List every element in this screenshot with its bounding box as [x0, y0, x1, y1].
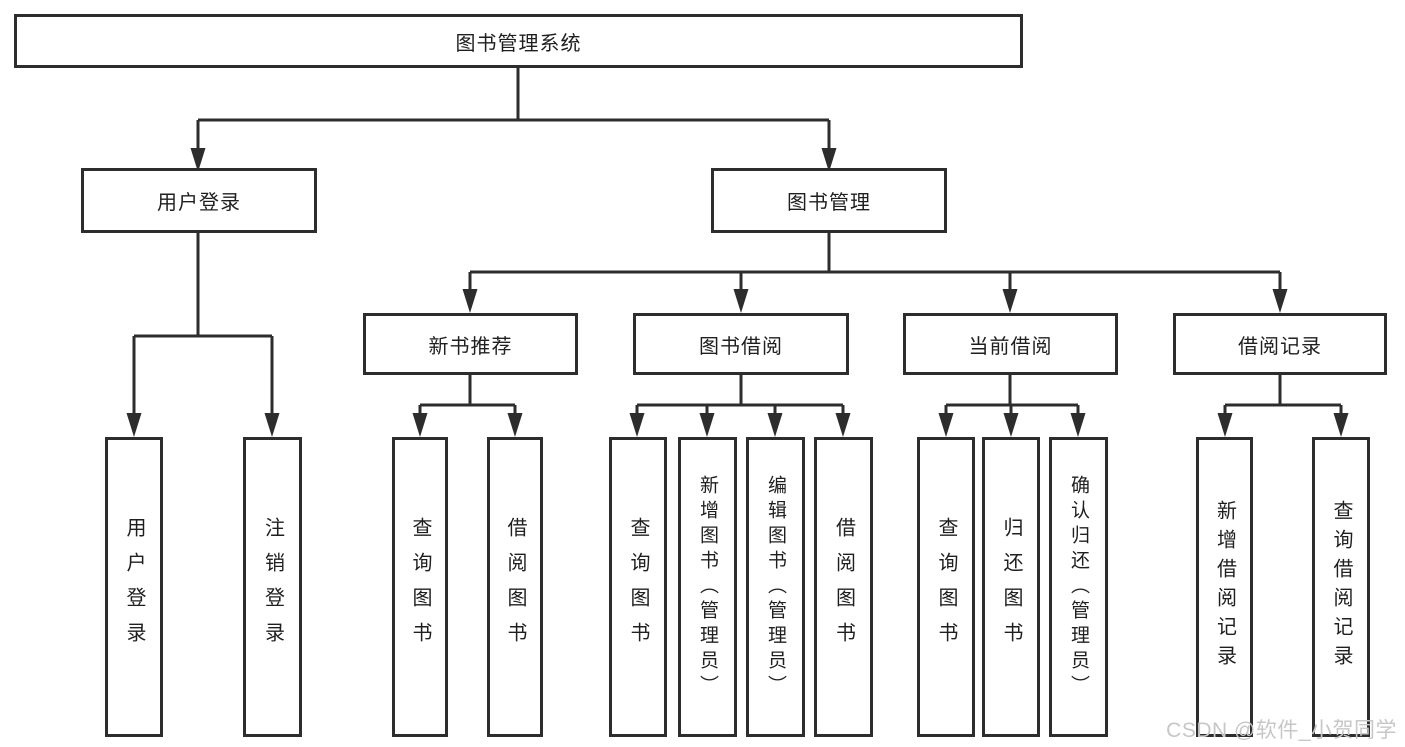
node-borrowing-records: 借阅记录 — [1173, 313, 1387, 375]
node-label: 图书管理 — [787, 192, 871, 214]
leaf-return-books: 归还图书 — [982, 437, 1040, 737]
node-label: 借阅记录 — [1238, 335, 1322, 358]
leaf-label: 新增图书（管理员） — [697, 474, 718, 700]
leaf-query-books-current: 查询图书 — [917, 437, 975, 737]
leaf-label: 查询图书 — [409, 517, 431, 657]
leaf-borrow-books-borrow: 借阅图书 — [814, 437, 873, 737]
leaf-borrow-books-newbook: 借阅图书 — [487, 437, 543, 737]
node-new-book-recommendation: 新书推荐 — [363, 313, 578, 375]
node-label: 图书管理系统 — [455, 32, 582, 55]
node-label: 图书借阅 — [699, 335, 783, 358]
leaf-label: 确认归还（管理员） — [1068, 474, 1089, 700]
node-book-management: 图书管理 — [711, 168, 947, 233]
node-label: 新书推荐 — [428, 335, 513, 358]
leaf-user-login: 用户登录 — [105, 437, 163, 737]
node-user-login: 用户登录 — [81, 168, 317, 233]
leaf-label: 查询图书 — [935, 517, 957, 657]
leaf-add-book-admin: 新增图书（管理员） — [678, 437, 737, 737]
leaf-query-borrow-record: 查询借阅记录 — [1312, 437, 1370, 737]
leaf-label: 借阅图书 — [504, 517, 526, 657]
leaf-confirm-return-admin: 确认归还（管理员） — [1049, 437, 1108, 737]
leaf-query-books-newbook: 查询图书 — [392, 437, 448, 737]
node-library-management-system: 图书管理系统 — [14, 14, 1023, 68]
leaf-add-borrow-record: 新增借阅记录 — [1196, 437, 1253, 737]
leaf-label: 借阅图书 — [832, 517, 855, 657]
node-label: 用户登录 — [157, 192, 241, 214]
node-book-borrowing: 图书借阅 — [633, 313, 849, 375]
leaf-label: 编辑图书（管理员） — [765, 474, 786, 700]
leaf-query-books-borrow: 查询图书 — [609, 437, 667, 737]
leaf-label: 查询借阅记录 — [1330, 500, 1352, 674]
node-current-borrowing: 当前借阅 — [903, 313, 1118, 375]
leaf-label: 查询图书 — [627, 517, 649, 657]
leaf-edit-book-admin: 编辑图书（管理员） — [746, 437, 805, 737]
leaf-label: 新增借阅记录 — [1213, 500, 1236, 674]
leaf-label: 归还图书 — [1000, 517, 1022, 657]
node-label: 当前借阅 — [968, 335, 1053, 358]
leaf-logout: 注销登录 — [243, 437, 302, 737]
leaf-label: 用户登录 — [123, 517, 145, 657]
arrowheads — [126, 148, 1349, 437]
leaf-label: 注销登录 — [261, 517, 284, 657]
csdn-watermark: CSDN @软件_小贺同学 — [1166, 719, 1397, 742]
